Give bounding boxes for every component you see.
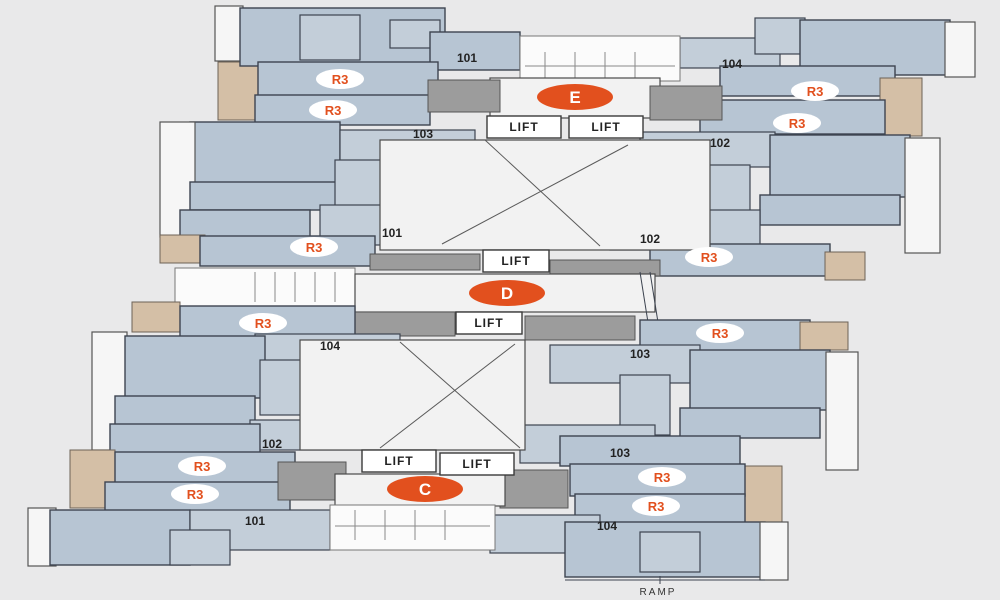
lift-label: LIFT	[384, 454, 413, 468]
staircase	[329, 504, 496, 551]
unit-room	[199, 235, 376, 267]
duct-shaft	[499, 469, 569, 509]
balcony-planter	[217, 61, 261, 121]
unit-room	[639, 531, 701, 573]
unit-number: 101	[245, 514, 265, 528]
lift-label: LIFT	[591, 120, 620, 134]
unit-type: R3	[194, 459, 211, 474]
unit-room	[334, 159, 386, 211]
balcony	[214, 5, 244, 62]
tower-label: D	[501, 284, 513, 303]
unit-room	[679, 407, 821, 439]
unit-type: R3	[712, 326, 729, 341]
balcony	[904, 137, 941, 254]
unit-room	[299, 14, 361, 61]
lift-label: LIFT	[474, 316, 503, 330]
unit-type-pill: R3	[239, 313, 287, 333]
unit-room	[754, 17, 806, 55]
lift-label: LIFT	[462, 457, 491, 471]
balcony-planter	[131, 301, 181, 333]
unit-type-pill: R3	[290, 237, 338, 257]
tower-label: C	[419, 480, 431, 499]
tower-c	[27, 301, 859, 584]
unit-room	[689, 349, 831, 411]
unit-type-pill: R3	[171, 484, 219, 504]
unit-number: 102	[262, 437, 282, 451]
duct-shaft	[369, 253, 481, 271]
duct-shaft	[649, 85, 723, 121]
unit-number: 103	[610, 446, 630, 460]
unit-type: R3	[306, 240, 323, 255]
ramp-label: RAMP	[640, 587, 677, 598]
unit-room	[189, 121, 341, 185]
lift-label: LIFT	[509, 120, 538, 134]
unit-type-pill: R3	[309, 100, 357, 120]
unit-type: R3	[187, 487, 204, 502]
unit-type-pill: R3	[638, 467, 686, 487]
balcony	[944, 21, 976, 78]
balcony	[825, 351, 859, 471]
unit-type: R3	[807, 84, 824, 99]
unit-type-pill: R3	[316, 69, 364, 89]
unit-type-pill: R3	[696, 323, 744, 343]
unit-room	[559, 435, 741, 467]
balcony-planter	[159, 234, 206, 264]
unit-type-pill: R3	[773, 113, 821, 133]
unit-102-room	[109, 423, 261, 455]
unit-number: 104	[320, 339, 340, 353]
balcony-planter	[739, 465, 783, 525]
unit-room	[769, 134, 911, 198]
unit-type: R3	[332, 72, 349, 87]
unit-room	[124, 335, 266, 399]
lift-d-2: LIFT	[455, 311, 523, 335]
unit-room	[189, 181, 341, 211]
unit-number: 104	[722, 57, 742, 71]
open-courtyard	[299, 339, 526, 451]
tower-badge-c: C	[387, 476, 463, 502]
tower-label: E	[569, 88, 580, 107]
unit-type: R3	[255, 316, 272, 331]
unit-type: R3	[325, 103, 342, 118]
duct-shaft	[524, 315, 636, 341]
duct-shaft	[344, 311, 456, 337]
unit-room	[169, 529, 231, 566]
tower-e	[159, 5, 976, 281]
unit-type: R3	[648, 499, 665, 514]
balcony-planter	[799, 321, 849, 351]
lift-d-1: LIFT	[482, 249, 550, 273]
balcony-planter	[824, 251, 866, 281]
duct-shaft	[427, 79, 501, 113]
unit-101-room	[49, 509, 191, 566]
lift-e-1: LIFT	[486, 115, 562, 139]
balcony	[759, 521, 789, 581]
lift-c-2: LIFT	[439, 452, 515, 476]
unit-room	[429, 31, 521, 71]
unit-room	[759, 194, 901, 226]
unit-number: 101	[457, 51, 477, 65]
lift-c-1: LIFT	[361, 449, 437, 473]
lift-label: LIFT	[501, 254, 530, 268]
unit-number: 103	[630, 347, 650, 361]
tower-badge-d: D	[469, 280, 545, 306]
unit-type-pill: R3	[685, 247, 733, 267]
unit-type-pill: R3	[791, 81, 839, 101]
balcony-planter	[879, 77, 923, 137]
staircase	[174, 267, 356, 307]
unit-type-pill: R3	[178, 456, 226, 476]
unit-room	[114, 395, 256, 427]
tower-badge-e: E	[537, 84, 613, 110]
unit-type: R3	[789, 116, 806, 131]
unit-type: R3	[654, 470, 671, 485]
unit-number: 102	[640, 232, 660, 246]
unit-type-pill: R3	[632, 496, 680, 516]
unit-number: 102	[710, 136, 730, 150]
unit-number: 103	[413, 127, 433, 141]
lift-e-2: LIFT	[568, 115, 644, 139]
unit-type: R3	[701, 250, 718, 265]
staircase	[519, 35, 681, 82]
unit-number: 104	[597, 519, 617, 533]
unit-number: 101	[382, 226, 402, 240]
